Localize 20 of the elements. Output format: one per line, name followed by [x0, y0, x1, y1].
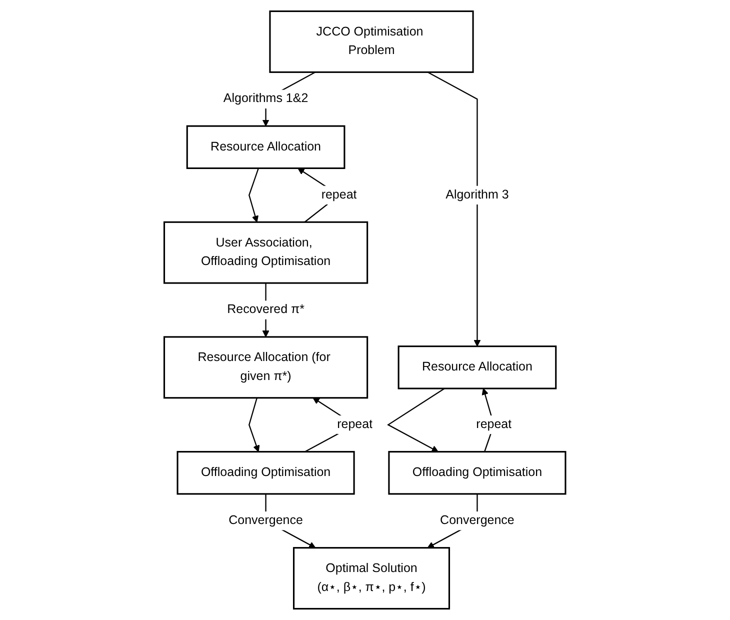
arrow — [387, 388, 445, 452]
edge-label: Algorithm 3 — [446, 188, 509, 202]
node-box: Resource Allocation — [398, 346, 557, 390]
edge-label: Convergence — [440, 514, 515, 528]
edge-label: Algorithms 1&2 — [224, 92, 308, 106]
node-box: Offloading Optimisation — [388, 450, 566, 495]
node-box: JCCO Optimisation Problem — [269, 10, 474, 73]
edge-label: Recovered π* — [227, 302, 305, 316]
node-box: Resource Allocation — [186, 125, 346, 170]
edge-label: repeat — [321, 188, 357, 202]
node-box: User Association, Offloading Optimisation — [164, 221, 368, 284]
node-box: Optimal Solution (α⋆, β⋆, π⋆, p⋆, f⋆) — [293, 547, 450, 610]
arrow — [248, 398, 260, 452]
arrow — [248, 168, 260, 222]
edge-label: Convergence — [228, 514, 304, 528]
node-box: Resource Allocation (for given π*) — [164, 336, 368, 399]
node-box: Offloading Optimisation — [176, 450, 355, 495]
arrow — [427, 72, 481, 347]
edge-label: repeat — [476, 418, 512, 432]
edge-label: repeat — [337, 418, 373, 432]
